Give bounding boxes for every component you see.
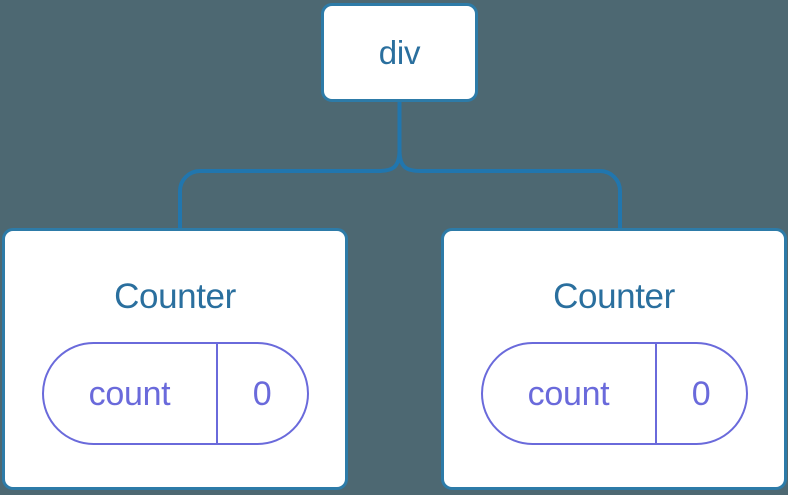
- state-pill-right: count 0: [480, 342, 748, 445]
- state-value-left: 0: [215, 344, 307, 443]
- state-key-right: count: [527, 374, 610, 413]
- node-counter-left[interactable]: Counter count 0: [2, 228, 348, 490]
- edge-to-left-child: [178, 149, 402, 228]
- edge-to-right-child: [397, 149, 622, 228]
- state-value-right: 0: [654, 344, 746, 443]
- node-counter-right-label: Counter: [553, 277, 675, 316]
- state-pill-left: count 0: [41, 342, 309, 445]
- state-key-left: count: [88, 374, 171, 413]
- node-div-label: div: [378, 34, 421, 71]
- node-counter-left-label: Counter: [114, 277, 236, 316]
- node-div[interactable]: div: [321, 3, 478, 102]
- node-counter-right[interactable]: Counter count 0: [441, 228, 787, 490]
